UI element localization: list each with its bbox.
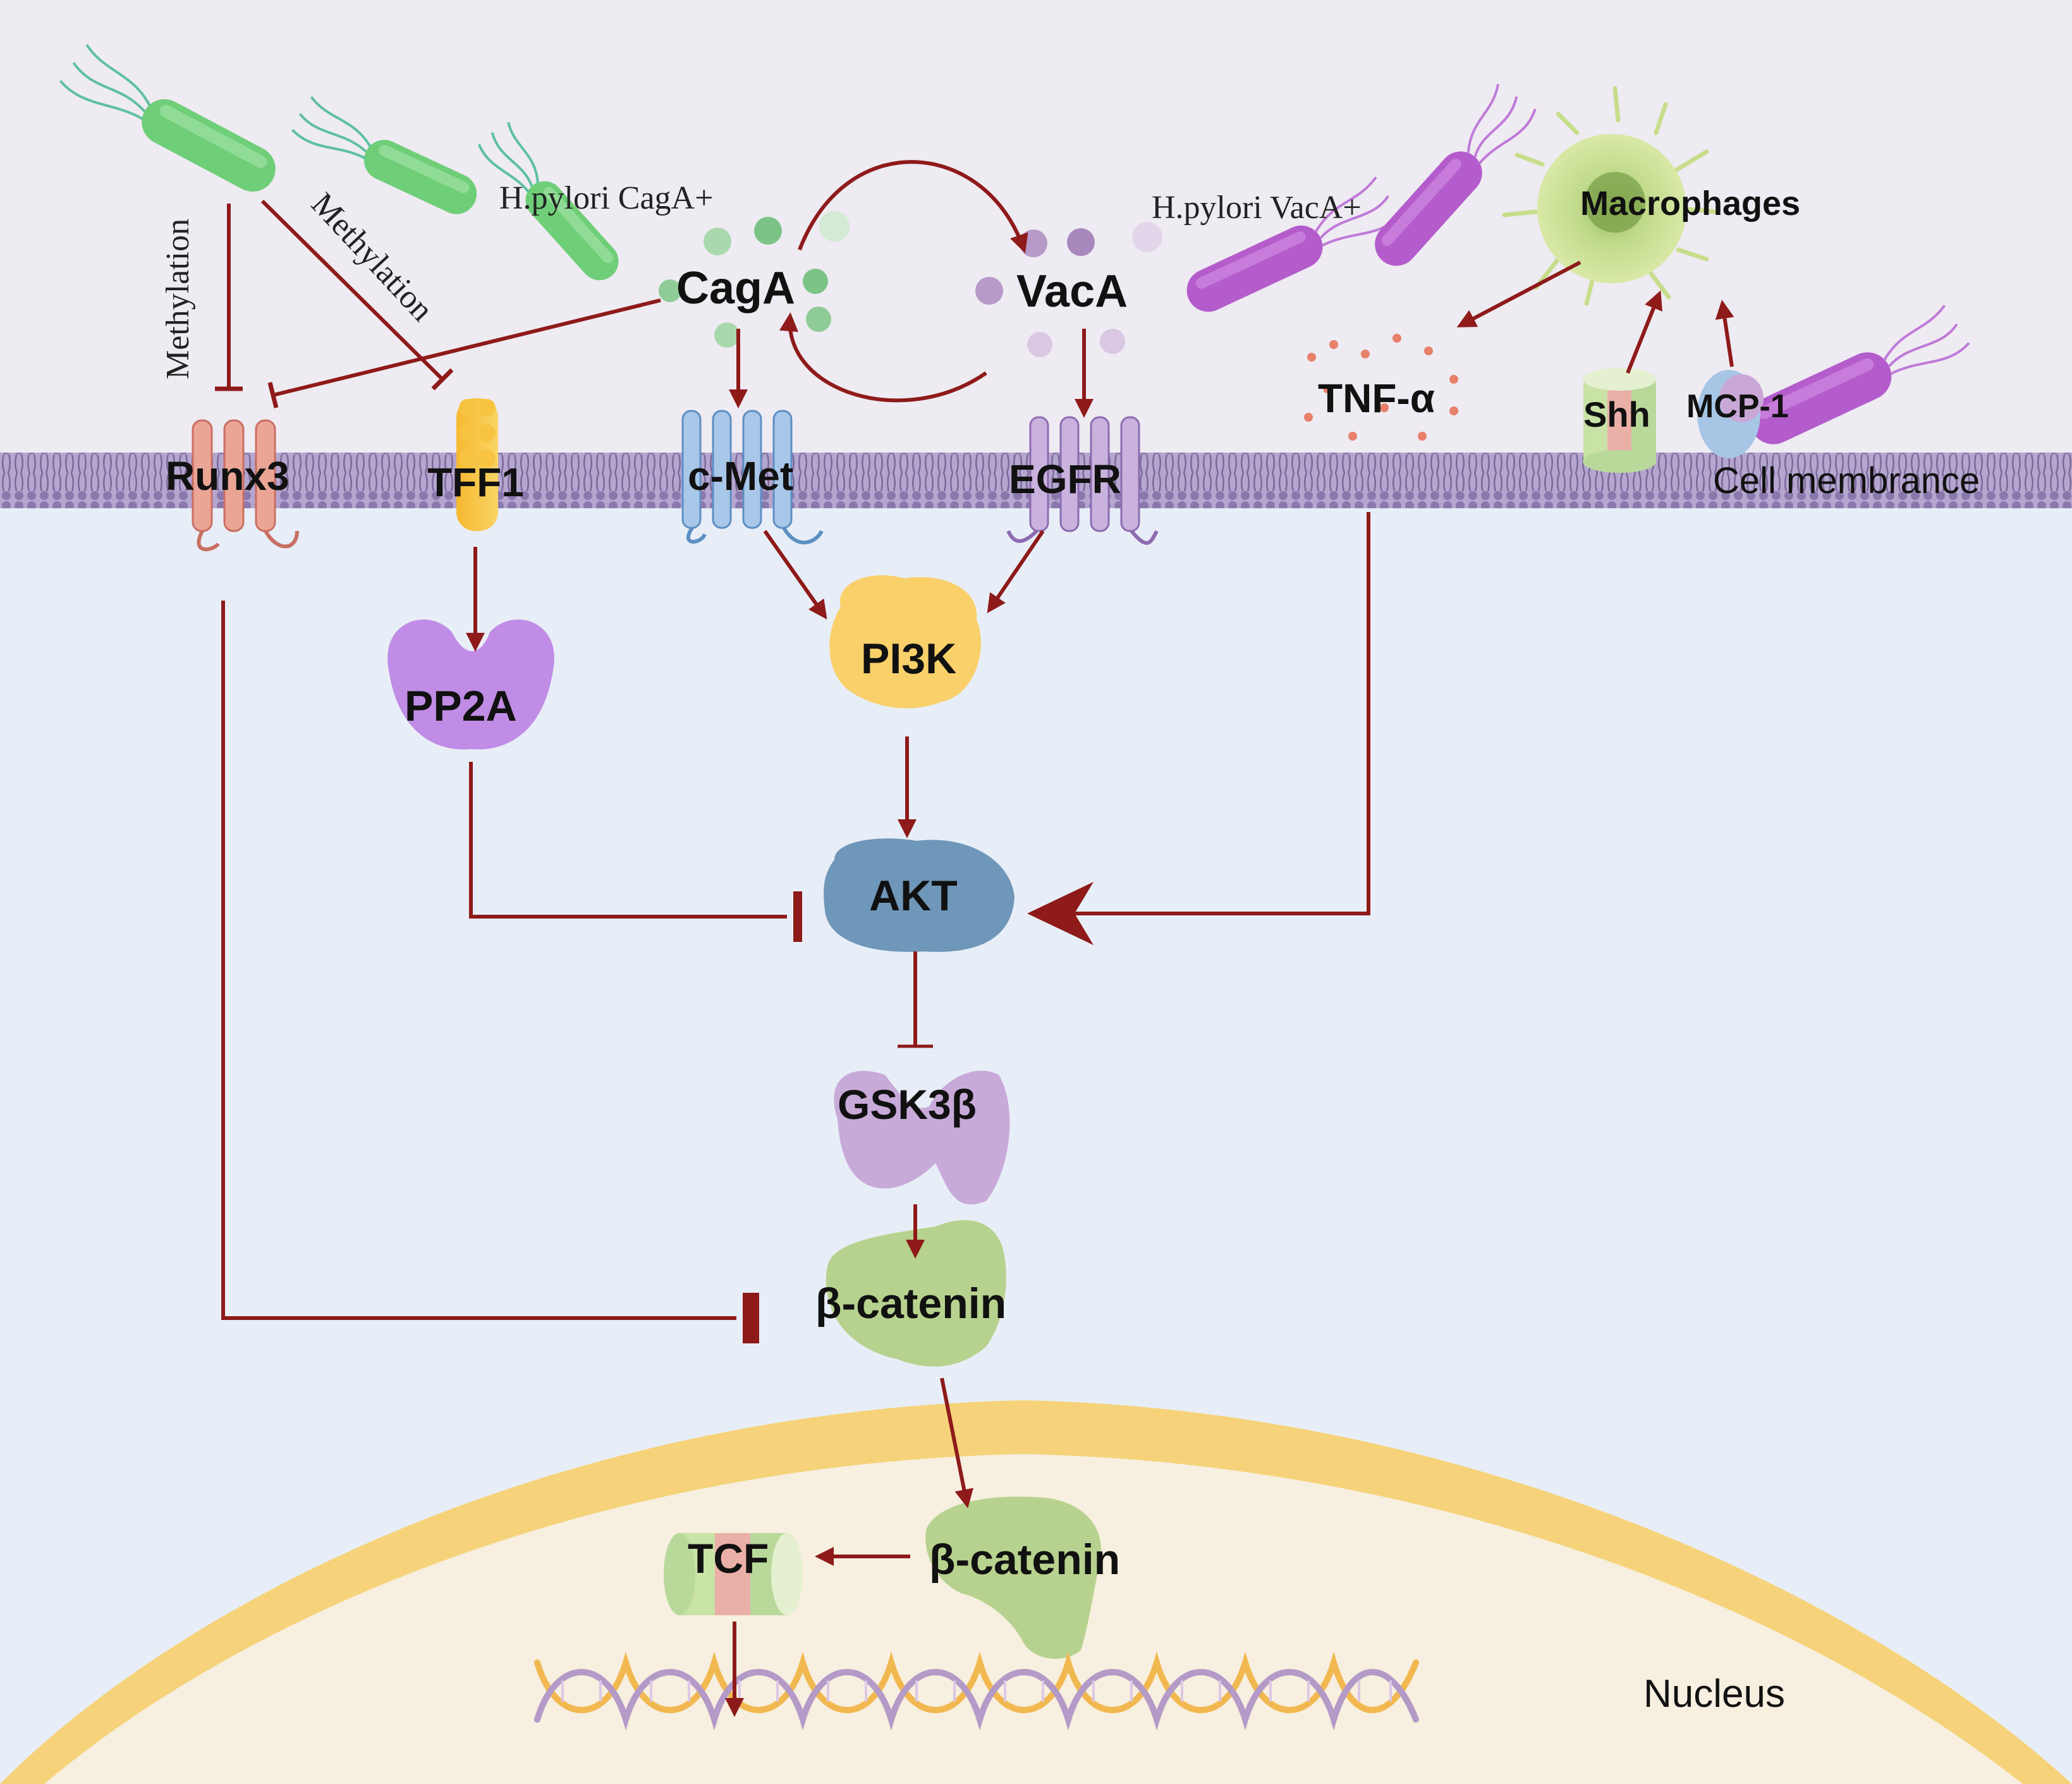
hpylori-caga-bacteria (59, 44, 619, 281)
beta-catenin-translocation (940, 1378, 974, 1508)
macrophages-label: Macrophages (1580, 185, 1800, 223)
beta-catenin-cytoplasm-protein (826, 1220, 1006, 1367)
pp2a-protein (387, 620, 554, 750)
tnf-to-akt (1075, 512, 1370, 915)
caga-inhibits-runx3 (272, 298, 661, 397)
tnf-alpha-label: TNF-α (1318, 376, 1435, 421)
mcp1-to-macrophage (1715, 300, 1734, 367)
egfr-to-pi3k (987, 530, 1045, 613)
tcf-cylinder (664, 1533, 803, 1615)
egfr-receptor (1006, 416, 1159, 545)
beta-catenin-nucleus-protein (925, 1496, 1101, 1659)
pp2a-label: PP2A (405, 682, 517, 730)
macrophage-cell (1502, 86, 1719, 306)
runx3-receptor (192, 419, 299, 551)
tnf-akt-arrowhead (1027, 882, 1094, 945)
mcp1-molecule (1697, 370, 1764, 458)
caga-label: CagA (676, 263, 795, 314)
cell-membrane-label: Cell membrance (1713, 460, 1980, 501)
tcf-label: TCF (688, 1535, 769, 1582)
runx3-label: Runx3 (166, 453, 289, 499)
pi3k-protein (829, 575, 981, 709)
akt-protein (824, 838, 1015, 952)
pathway-connectors (215, 199, 1734, 1717)
tff1-protein (456, 398, 498, 531)
nucleus-label: Nucleus (1643, 1672, 1785, 1716)
beta-catenin-nucleus-label: β-catenin (929, 1536, 1120, 1584)
gsk3b-label: GSK3β (838, 1081, 977, 1128)
beta-catenin-cytoplasm-label: β-catenin (815, 1280, 1006, 1328)
tff1-label: TFF1 (427, 460, 524, 505)
hpylori-caga-label: H.pylori CagA+ (499, 180, 713, 216)
caga-vaca-cycle-arrow (779, 160, 1028, 403)
methylation-label-1: Methylation (160, 219, 196, 379)
pi3k-label: PI3K (861, 635, 956, 683)
hpylori-vaca-label: H.pylori VacA+ (1152, 190, 1362, 226)
dna-helix (534, 1651, 1419, 1731)
cmet-receptor (681, 410, 824, 545)
inhibit-tff1-methylation (260, 199, 444, 381)
tnf-alpha-particles (1304, 334, 1458, 441)
hpylori-vaca-bacteria (1186, 83, 1970, 444)
shh-label: Shh (1583, 394, 1650, 434)
pp2a-inhibits-akt (469, 762, 787, 919)
cmet-label: c-Met (688, 453, 793, 499)
gsk3b-protein (834, 1070, 1010, 1205)
mcp1-label: MCP-1 (1686, 388, 1789, 425)
cmet-to-pi3k (763, 530, 827, 620)
shh-cylinder (1583, 368, 1656, 473)
vaca-label: VacA (1016, 266, 1128, 317)
egfr-label: EGFR (1009, 456, 1121, 502)
macrophage-to-tnf (1456, 260, 1581, 327)
caga-particles (659, 211, 850, 348)
runx3-inhibits-beta-catenin (221, 601, 736, 1320)
akt-label: AKT (869, 872, 958, 920)
shh-to-macrophage (1626, 290, 1663, 374)
